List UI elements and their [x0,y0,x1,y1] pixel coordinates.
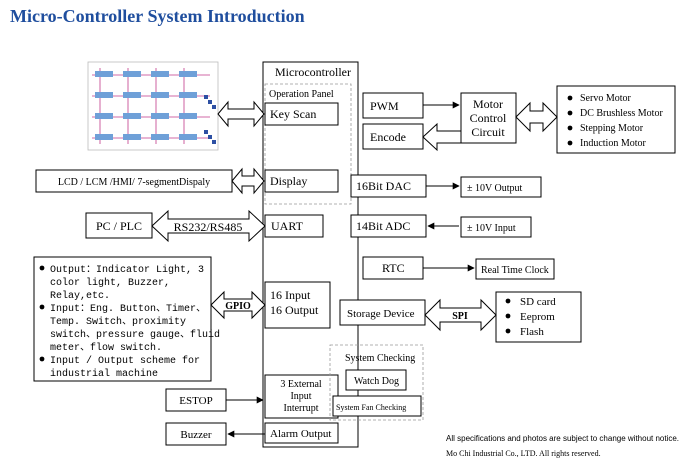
uart-double-arrow [151,209,266,243]
lcd-label: LCD / LCM /HMI/ 7-segmentDispaly [58,177,210,188]
buzzer-box [165,422,227,446]
estop-label: ESTOP [179,395,212,407]
rtc-label: RTC [382,261,405,275]
motor-control-line3: Circuit [471,125,505,139]
dac-output-label: ± 10V Output [467,183,523,194]
storage-item-1: SD card [520,296,556,308]
buzzer-label: Buzzer [180,429,211,441]
io-item-2-line1: Input：Eng. Button、Timer、 [50,303,206,315]
system-checking-label: System Checking [345,353,415,364]
gpio-arrow-label: GPIO [225,301,251,312]
io-item-3-line2: industrial machine [50,368,158,380]
motor-list-box [556,85,676,154]
motor-control-line1: Motor [473,97,503,111]
ext-int-line2: Input [290,391,311,402]
page-title: Micro-Controller System Introduction [10,6,305,26]
display-box [264,169,339,193]
rs232-label: RS232/RS485 [174,220,243,234]
fan-check-box [332,395,422,417]
gpio-line2: 16 Output [270,303,319,317]
spi-double-arrow [424,298,497,332]
motor-list: Servo Motor DC Brushless Motor Stepping … [567,93,663,149]
motor-item-2: DC Brushless Motor [580,108,663,119]
bullet-icon [39,356,45,362]
motor-double-arrow [515,101,558,133]
rtc-output-box [475,258,555,280]
io-item-1-line1: Output：Indicator Light, 3 [50,264,204,276]
motor-item-4: Induction Motor [580,138,646,149]
adc-label: 14Bit ADC [356,219,410,233]
gpio-double-arrow [210,290,266,320]
io-item-3-line1: Input / Output scheme for [50,355,200,367]
mcu-title: Microcontroller [275,65,351,79]
alarm-output-box [264,422,339,444]
keypad-illustration [87,61,219,151]
dac-label: 16Bit DAC [356,179,411,193]
microcontroller-block: Microcontroller [262,61,359,448]
io-item-1-line2: color light, Buzzer, [50,277,170,289]
io-item-1-line3: Relay,etc. [50,290,110,302]
footer-disclaimer: All specifications and photos are subjec… [446,434,679,443]
bullet-icon [505,328,511,334]
motor-control-line2: Control [470,111,507,125]
pc-plc-label: PC / PLC [96,219,142,233]
uart-label: UART [271,219,304,233]
io-item-2-line2: Temp. Switch、proximity [50,316,186,328]
bullet-icon [39,265,45,271]
footer-copyright: Mo Chi Industrial Co., LTD. All rights r… [446,449,601,458]
fan-check-label: System Fan Checking [336,403,406,412]
ext-int-line1: 3 External [280,379,322,390]
keyscan-double-arrow [217,100,265,128]
motor-item-3: Stepping Motor [580,123,644,134]
io-item-2-line4: meter、flow switch. [50,342,162,354]
bullet-icon [567,140,573,146]
key-scan-label: Key Scan [270,107,316,121]
bullet-icon [505,298,511,304]
display-double-arrow [231,167,265,195]
watch-dog-label: Watch Dog [354,376,399,387]
alarm-output-label: Alarm Output [270,428,331,440]
adc-box [350,214,427,238]
watch-dog-box [345,369,407,391]
display-label: Display [270,174,307,188]
key-scan-box [264,102,339,126]
storage-label: Storage Device [347,308,415,320]
io-item-2-line3: switch、pressure gauge、fluid [50,329,220,341]
storage-item-2: Eeprom [520,311,555,323]
bullet-icon [567,125,573,131]
motor-item-1: Servo Motor [580,93,632,104]
ext-int-line3: Interrupt [284,403,319,414]
dac-output-box [460,176,542,198]
operation-panel-frame [264,83,352,205]
bullet-icon [567,95,573,101]
bullet-icon [505,313,511,319]
encode-hollow-arrow [422,122,462,152]
system-checking-frame [329,344,424,421]
storage-box [339,299,426,326]
spi-arrow-label: SPI [452,311,468,322]
pwm-label: PWM [370,99,399,113]
adc-input-box [460,216,532,238]
rtc-output-label: Real Time Clock [481,265,549,276]
operation-panel-label: Operation Panel [269,89,334,100]
adc-input-label: ± 10V Input [467,223,516,234]
bullet-icon [567,110,573,116]
encode-label: Encode [370,130,406,144]
motor-control-box [460,92,517,144]
io-list: Output：Indicator Light, 3 color light, B… [39,264,220,380]
io-list-box [33,256,212,382]
gpio-line1: 16 Input [270,288,311,302]
pc-plc-box [85,212,153,239]
encode-box [362,123,424,150]
bullet-icon [39,304,45,310]
storage-list: SD card Eeprom Flash [505,296,556,338]
storage-item-3: Flash [520,326,544,338]
